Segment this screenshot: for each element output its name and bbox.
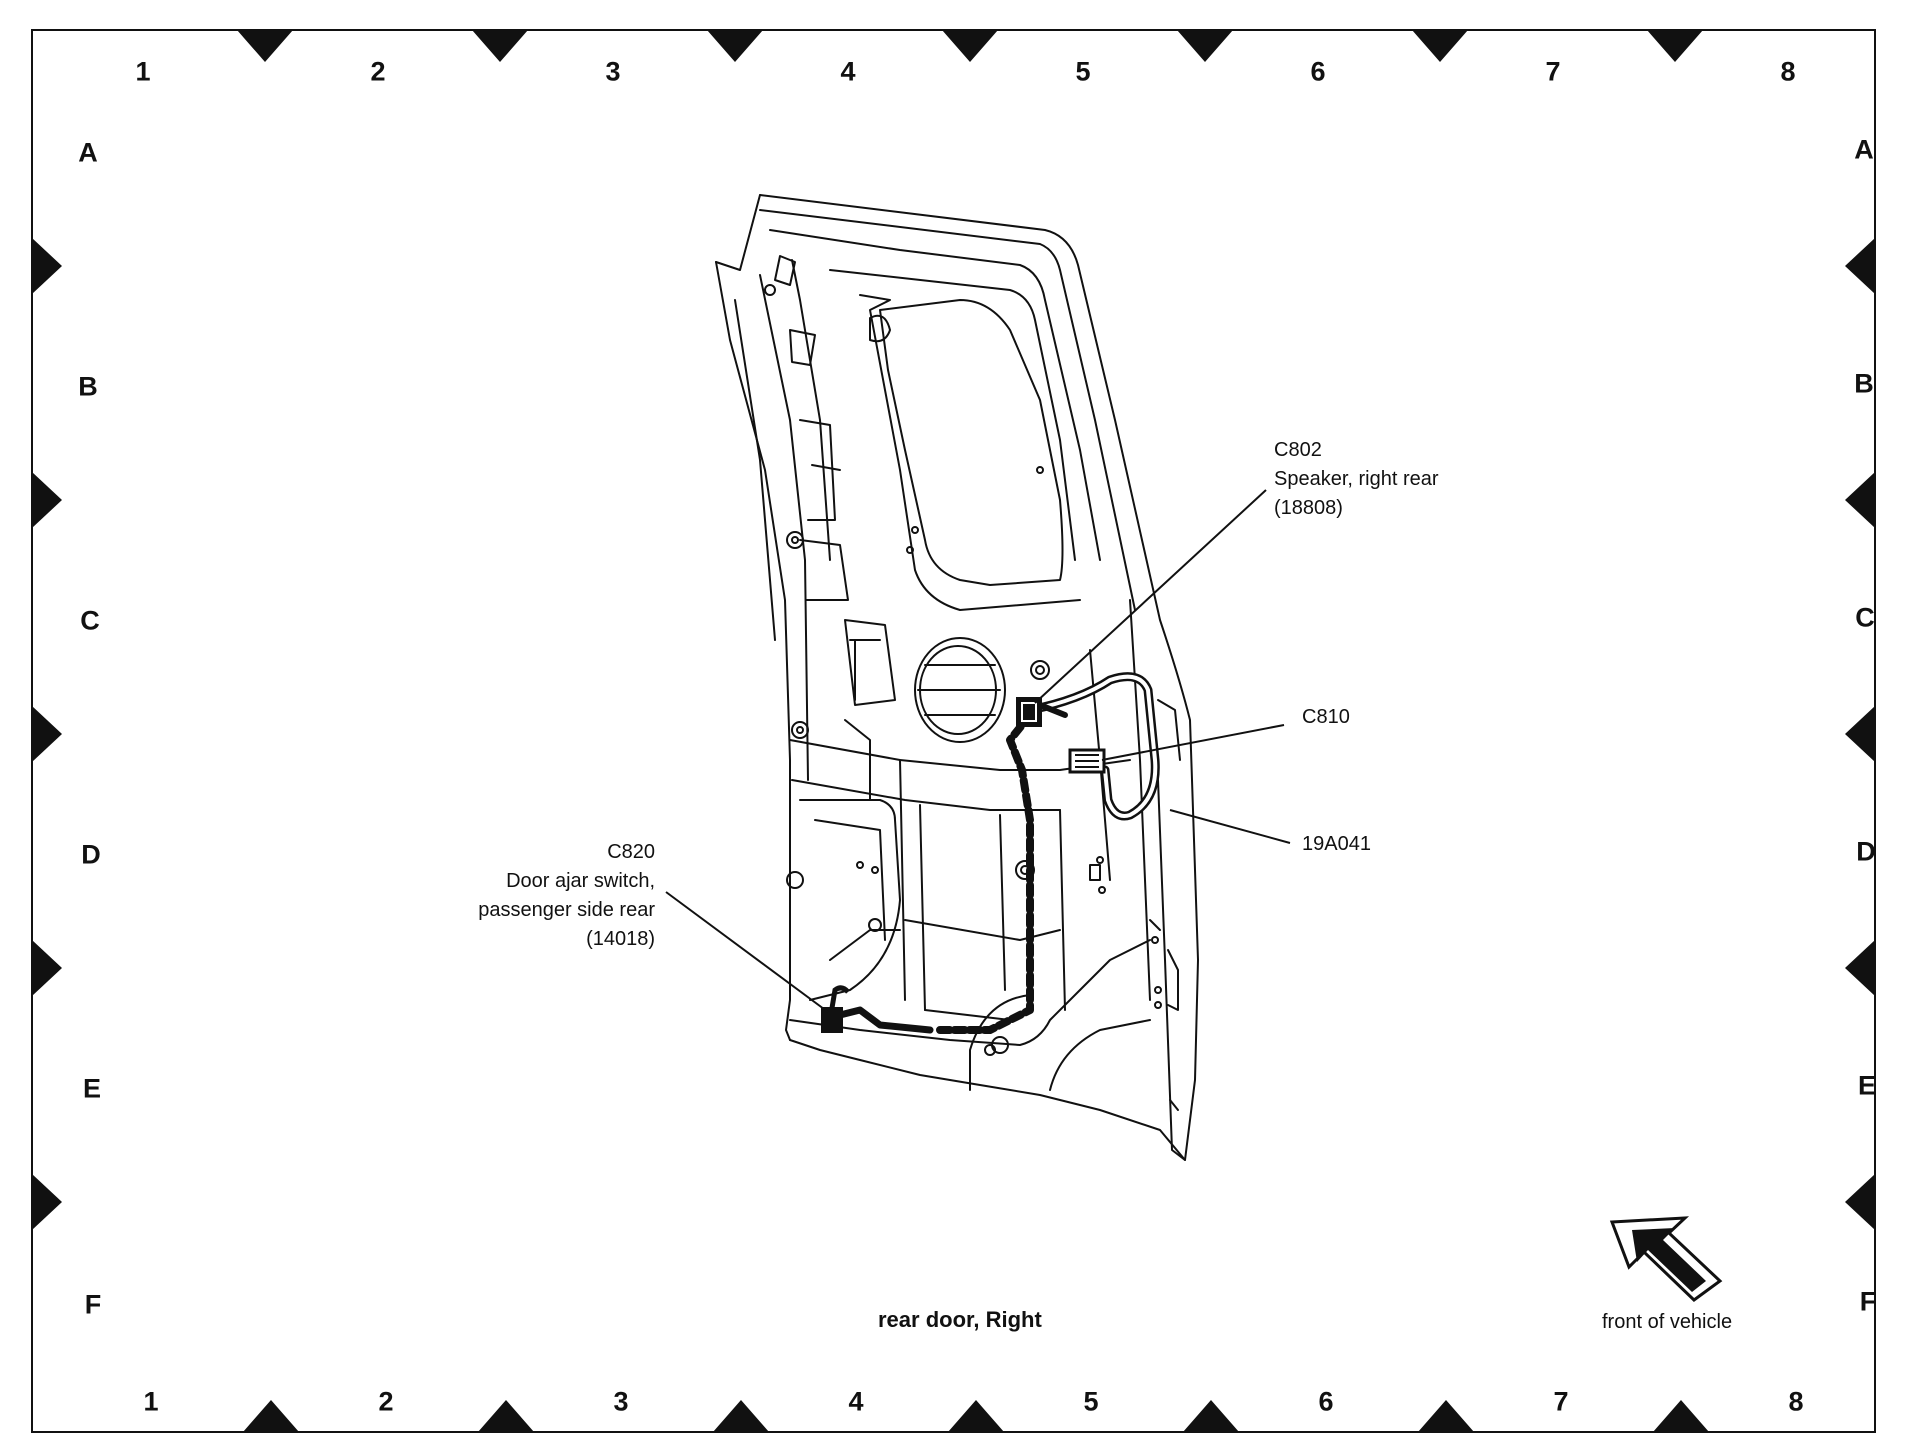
- grid-col-6-top: 6: [1310, 56, 1326, 87]
- grid-col-8-top: 8: [1780, 56, 1796, 87]
- grid-col-4-top: 4: [840, 56, 856, 87]
- direction-arrow-icon: [1609, 1216, 1723, 1302]
- callout-c802-part: (18808): [1274, 497, 1343, 519]
- callout-c810-connector: C810: [1302, 706, 1350, 728]
- grid-row-f-left: F: [84, 1289, 102, 1320]
- callout-c810: C810: [1302, 703, 1350, 732]
- grid-col-8-bottom: 8: [1788, 1386, 1804, 1417]
- grid-row-a-left: A: [78, 137, 98, 168]
- connector-c820: [821, 1007, 843, 1033]
- diagram-title: rear door, Right: [878, 1307, 1042, 1332]
- front-of-vehicle-label: front of vehicle: [1602, 1311, 1733, 1333]
- callout-c820-part: (14018): [586, 928, 655, 950]
- grid-col-5-bottom: 5: [1083, 1386, 1099, 1417]
- grid-row-d-left: D: [81, 839, 101, 870]
- grid-col-7-top: 7: [1545, 56, 1561, 87]
- grid-row-c-right: C: [1855, 602, 1875, 633]
- grid-row-b-left: B: [78, 371, 98, 402]
- grid-col-6-bottom: 6: [1318, 1386, 1334, 1417]
- grid-col-3-top: 3: [605, 56, 621, 87]
- callout-harness-19a041: 19A041: [1302, 830, 1371, 859]
- grid-col-5-top: 5: [1075, 56, 1091, 87]
- callout-c820-desc-line2: passenger side rear: [478, 899, 655, 921]
- callout-c820-connector: C820: [607, 841, 655, 863]
- grid-row-d-right: D: [1856, 836, 1876, 867]
- grid-row-a-right: A: [1854, 134, 1874, 165]
- grid-col-2-bottom: 2: [378, 1386, 394, 1417]
- callout-harness-part: 19A041: [1302, 833, 1371, 855]
- leader-lines: [665, 489, 1291, 1013]
- wiring-harness-19a041: [836, 672, 1160, 1034]
- grid-row-c-left: C: [80, 605, 100, 636]
- callout-c802-desc: Speaker, right rear: [1274, 468, 1439, 490]
- zone-markers: [32, 30, 1875, 1432]
- grid-col-1-top: 1: [135, 56, 151, 87]
- callout-c802-connector: C802: [1274, 439, 1322, 461]
- grid-row-e-left: E: [82, 1073, 102, 1104]
- grid-col-4-bottom: 4: [848, 1386, 864, 1417]
- grid-col-3-bottom: 3: [613, 1386, 629, 1417]
- grid-col-1-bottom: 1: [143, 1386, 159, 1417]
- grid-row-f-right: F: [1859, 1286, 1877, 1317]
- callout-c820: C820 Door ajar switch, passenger side re…: [440, 838, 655, 954]
- callout-c802: C802 Speaker, right rear (18808): [1274, 436, 1439, 523]
- grid-col-7-bottom: 7: [1553, 1386, 1569, 1417]
- grid-row-b-right: B: [1854, 368, 1874, 399]
- sheet-border: [31, 29, 1876, 1433]
- callout-c820-desc-line1: Door ajar switch,: [506, 870, 655, 892]
- grid-col-2-top: 2: [370, 56, 386, 87]
- grid-row-e-right: E: [1857, 1070, 1877, 1101]
